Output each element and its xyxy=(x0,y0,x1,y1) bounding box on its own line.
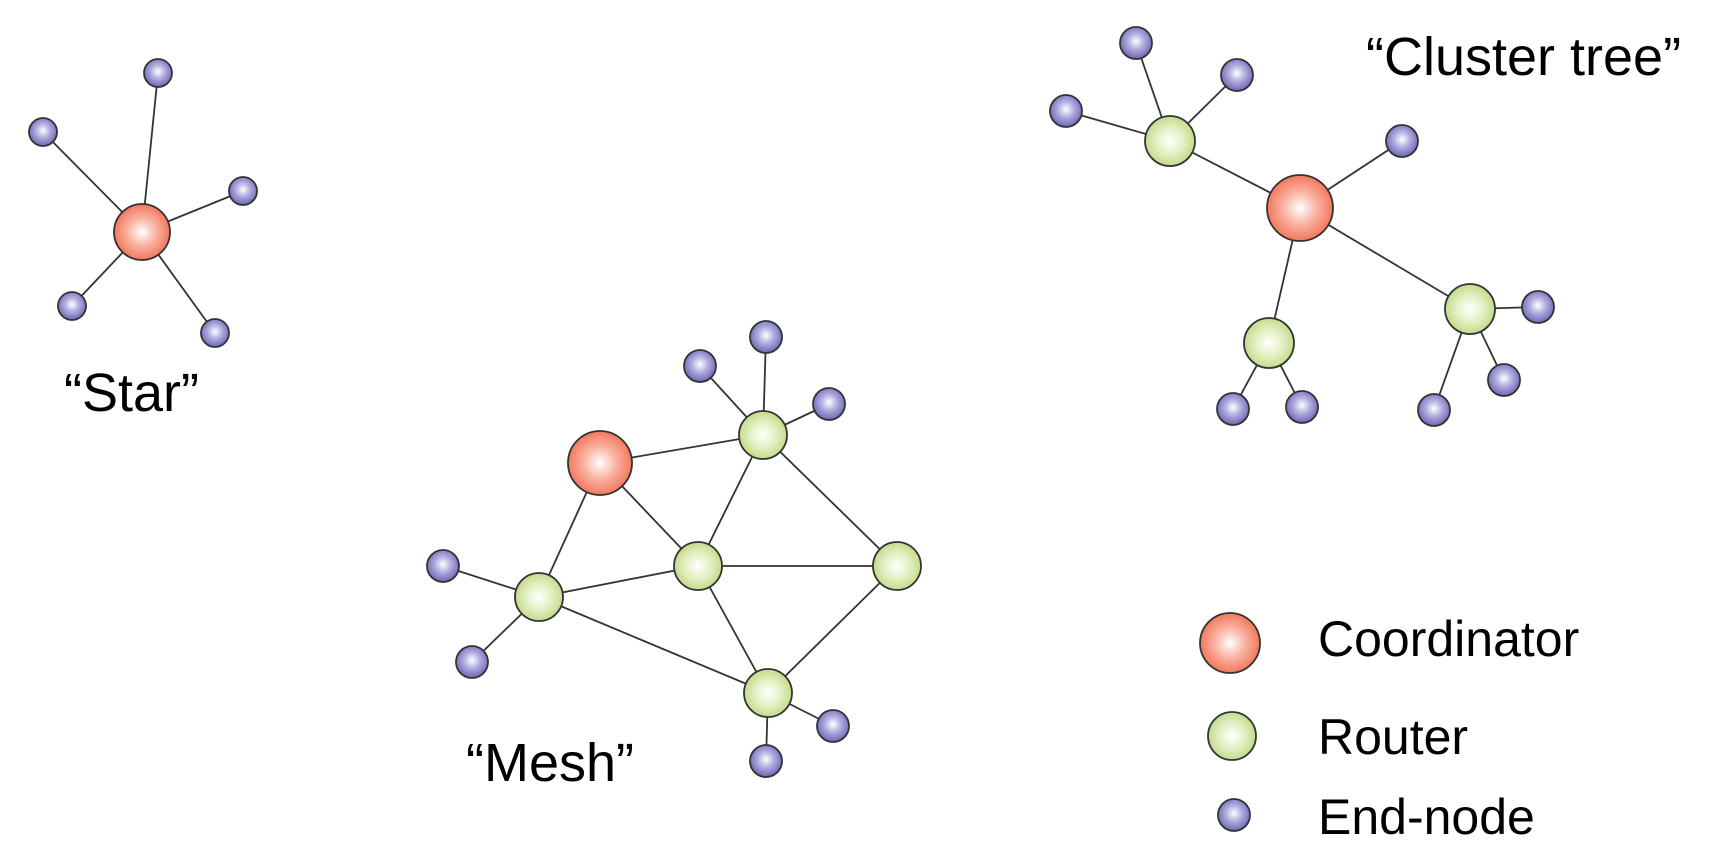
mesh-router-node xyxy=(738,410,788,460)
mesh-edge xyxy=(538,596,769,694)
mesh-label: “Mesh” xyxy=(466,733,635,793)
cluster-tree-label: “Cluster tree” xyxy=(1366,27,1682,87)
mesh-edge xyxy=(767,565,898,694)
tree-end-node xyxy=(1119,26,1153,60)
legend-end-node-label: End-node xyxy=(1318,789,1535,845)
mesh-edge xyxy=(538,565,699,598)
tree-end-node xyxy=(1385,124,1419,158)
mesh-coordinator-node xyxy=(567,430,633,496)
legend-router-label: Router xyxy=(1318,709,1469,765)
star-label: “Star” xyxy=(64,363,199,423)
tree-end-node xyxy=(1417,393,1451,427)
tree-router-node xyxy=(1444,283,1496,335)
legend-coordinator-label: Coordinator xyxy=(1318,611,1580,667)
legend-end-node-symbol xyxy=(1217,798,1251,832)
mesh-end-node xyxy=(812,387,846,421)
mesh-router-node xyxy=(514,572,564,622)
mesh-edge xyxy=(762,434,898,567)
tree-router-node xyxy=(1144,115,1196,167)
star-end-node xyxy=(228,176,258,206)
mesh-end-node xyxy=(426,549,460,583)
mesh-end-node xyxy=(455,645,489,679)
star-end-node xyxy=(57,291,87,321)
legend-router-symbol xyxy=(1207,711,1257,761)
tree-router-node xyxy=(1243,317,1295,369)
star-end-node xyxy=(28,117,58,147)
mesh-end-node xyxy=(749,744,783,778)
mesh-end-node xyxy=(816,709,850,743)
mesh-end-node xyxy=(749,320,783,354)
tree-end-node xyxy=(1049,94,1083,128)
tree-end-node xyxy=(1216,392,1250,426)
tree-end-node xyxy=(1521,290,1555,324)
mesh-end-node xyxy=(683,349,717,383)
mesh-router-node xyxy=(673,541,723,591)
tree-end-node xyxy=(1487,363,1521,397)
tree-coordinator-node xyxy=(1266,174,1334,242)
mesh-router-node xyxy=(872,541,922,591)
tree-end-node xyxy=(1220,58,1254,92)
mesh-router-node xyxy=(743,668,793,718)
star-coordinator-node xyxy=(113,203,171,261)
star-end-node xyxy=(200,318,230,348)
tree-end-node xyxy=(1285,390,1319,424)
star-end-node xyxy=(143,58,173,88)
legend-coordinator-symbol xyxy=(1199,612,1261,674)
